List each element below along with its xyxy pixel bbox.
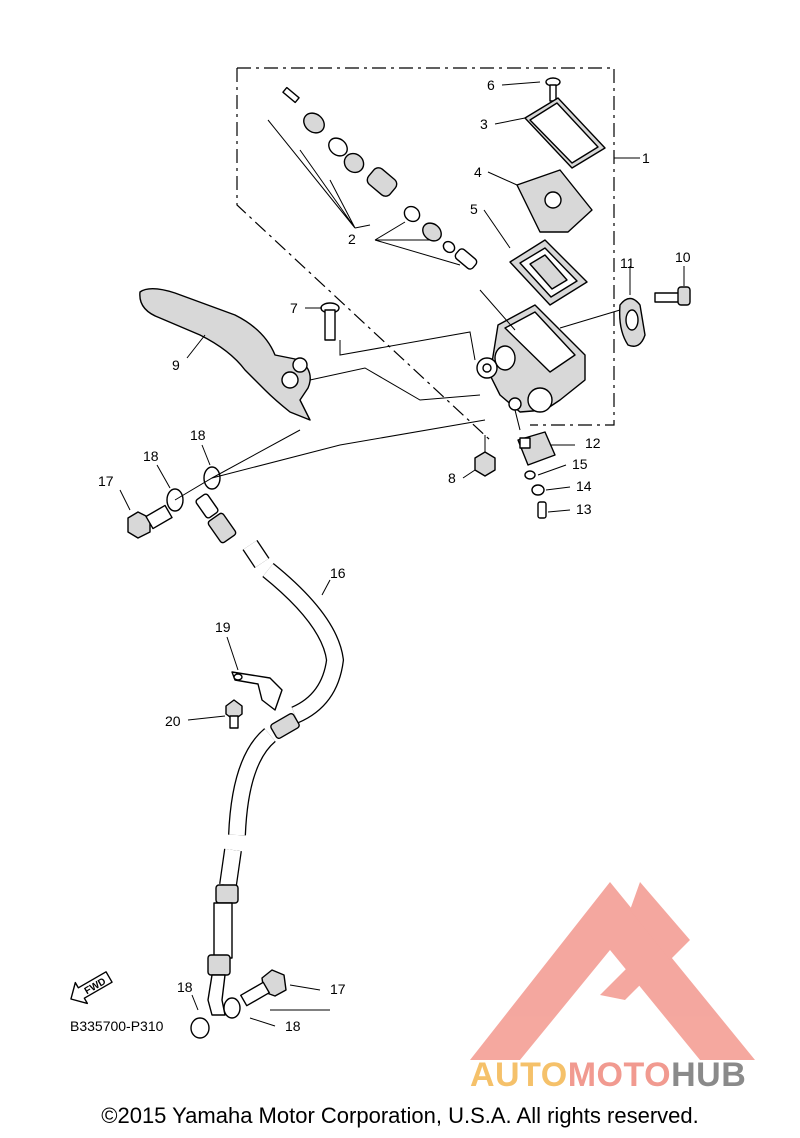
- callout-9: 9: [172, 357, 180, 373]
- callout-20: 20: [165, 713, 181, 729]
- callout-15: 15: [572, 456, 588, 472]
- callout-18-b: 18: [190, 427, 206, 443]
- callout-1: 1: [642, 150, 650, 166]
- bracket-bolt: [225, 699, 243, 729]
- callout-4: 4: [474, 164, 482, 180]
- clamp: [618, 297, 646, 347]
- callout-18-c: 18: [177, 979, 193, 995]
- callout-17-upper: 17: [98, 473, 114, 489]
- brake-lever: [139, 288, 311, 421]
- assembly-boundary: [237, 67, 615, 426]
- logo-moto: MOTO: [567, 1056, 672, 1094]
- logo-hub: HUB: [671, 1056, 747, 1094]
- callout-2: 2: [348, 231, 356, 247]
- washer-14: [531, 484, 545, 496]
- washer-18c: [190, 1017, 210, 1039]
- callout-17-lower: 17: [330, 981, 346, 997]
- piston-kit: [282, 86, 478, 270]
- watermark-logo: AUTOMOTOHUB: [470, 1056, 746, 1095]
- callout-12: 12: [585, 435, 601, 451]
- banjo-bolt-lower: [240, 969, 287, 1007]
- callout-16: 16: [330, 565, 346, 581]
- callout-8: 8: [448, 470, 456, 486]
- fwd-label: FWD: [83, 976, 108, 997]
- hose-bracket: [231, 671, 283, 711]
- callout-6: 6: [487, 77, 495, 93]
- callout-11: 11: [620, 255, 635, 271]
- callout-18-d: 18: [285, 1018, 301, 1034]
- diagram-reference-code: B335700-P310: [70, 1018, 164, 1034]
- callout-10: 10: [675, 249, 691, 265]
- watermark-triangle-icon: [470, 882, 755, 1060]
- washer-18d: [223, 997, 241, 1019]
- diaphragm: [509, 239, 588, 306]
- callout-13: 13: [576, 501, 592, 517]
- nut: [474, 451, 496, 477]
- screw-6: [545, 77, 561, 102]
- fwd-arrow-icon: FWD: [70, 971, 113, 1005]
- banjo-bolt-upper: [127, 504, 173, 539]
- screw-13: [537, 501, 547, 519]
- washer-15: [524, 470, 536, 480]
- lever-bolt: [320, 302, 340, 341]
- brake-switch: [517, 431, 556, 466]
- brake-hose: [195, 493, 345, 1016]
- master-cylinder-body: [476, 304, 586, 413]
- callout-14: 14: [576, 478, 592, 494]
- callout-5: 5: [470, 201, 478, 217]
- clamp-bolt: [654, 286, 691, 306]
- copyright-notice: ©2015 Yamaha Motor Corporation, U.S.A. A…: [101, 1103, 699, 1128]
- callout-7: 7: [290, 300, 298, 316]
- callout-3: 3: [480, 116, 488, 132]
- callout-19: 19: [215, 619, 231, 635]
- callout-18-a: 18: [143, 448, 159, 464]
- assembly-boundary-left: [236, 68, 491, 441]
- logo-auto: AUTO: [470, 1056, 568, 1094]
